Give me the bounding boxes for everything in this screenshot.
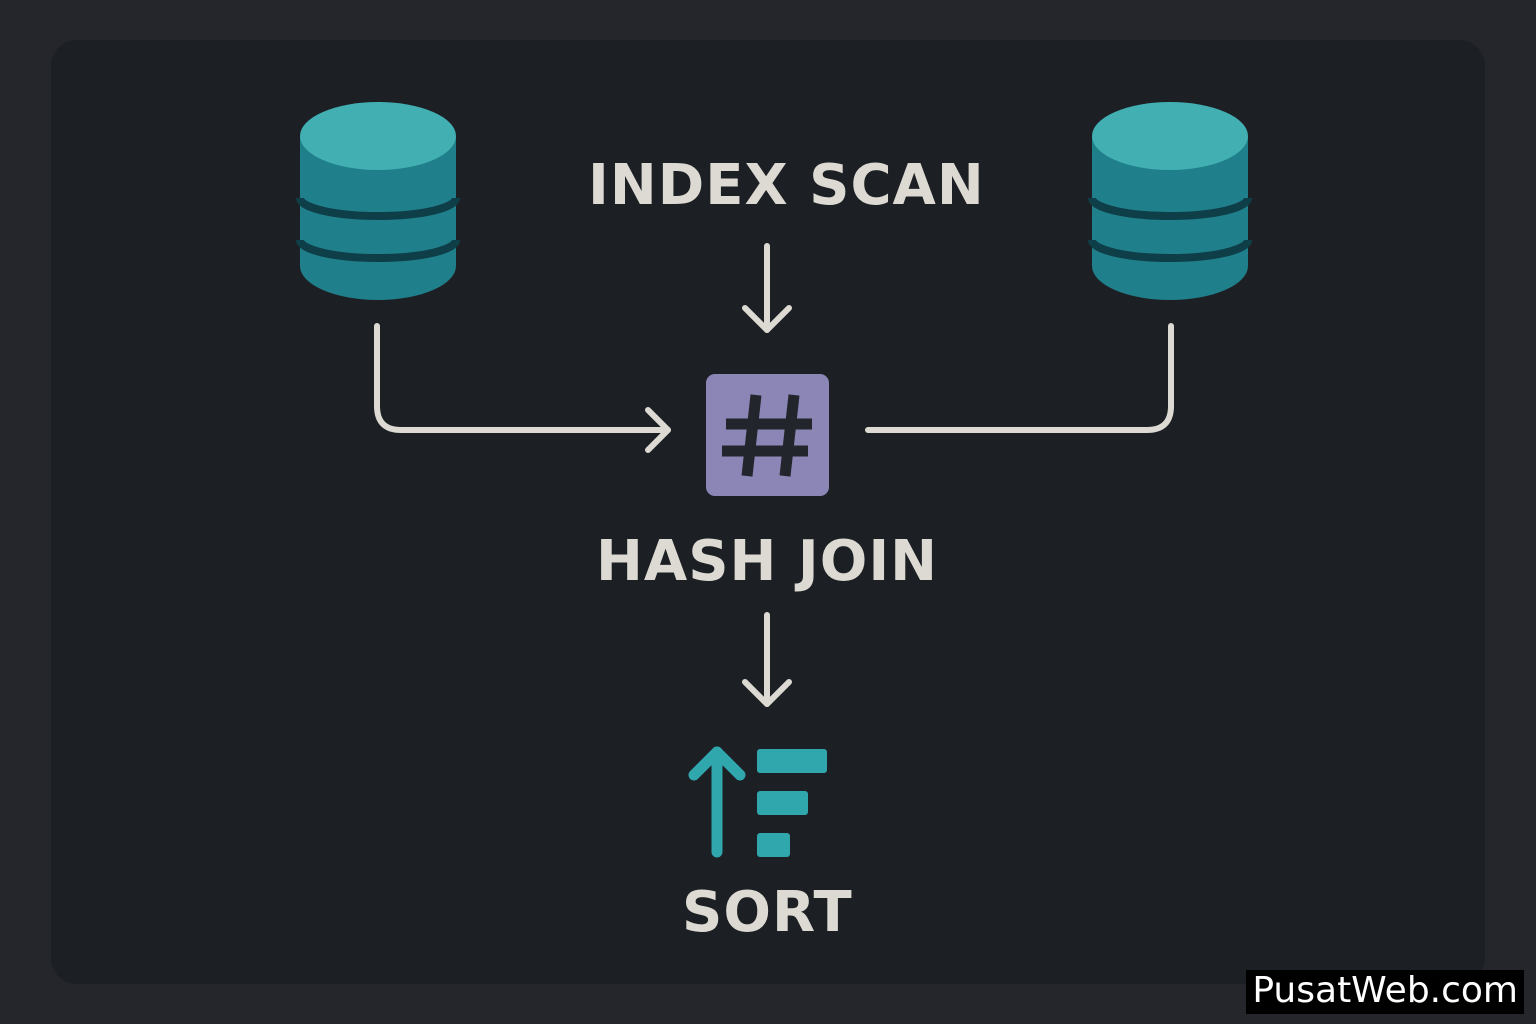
- watermark: PusatWeb.com: [1246, 970, 1524, 1014]
- sort-ascending-icon: [688, 746, 827, 858]
- database-icon: [1088, 102, 1252, 300]
- arrow-down-icon: [742, 612, 792, 707]
- hash-join-label: HASH JOIN: [596, 529, 939, 594]
- hash-icon: [706, 374, 829, 496]
- arrow-down-icon: [742, 243, 792, 333]
- index-scan-label: INDEX SCAN: [588, 153, 985, 218]
- database-icon: [296, 102, 460, 300]
- arrow-right-icon: [374, 323, 671, 453]
- sort-label: SORT: [682, 880, 853, 945]
- connector-line: [865, 323, 1174, 433]
